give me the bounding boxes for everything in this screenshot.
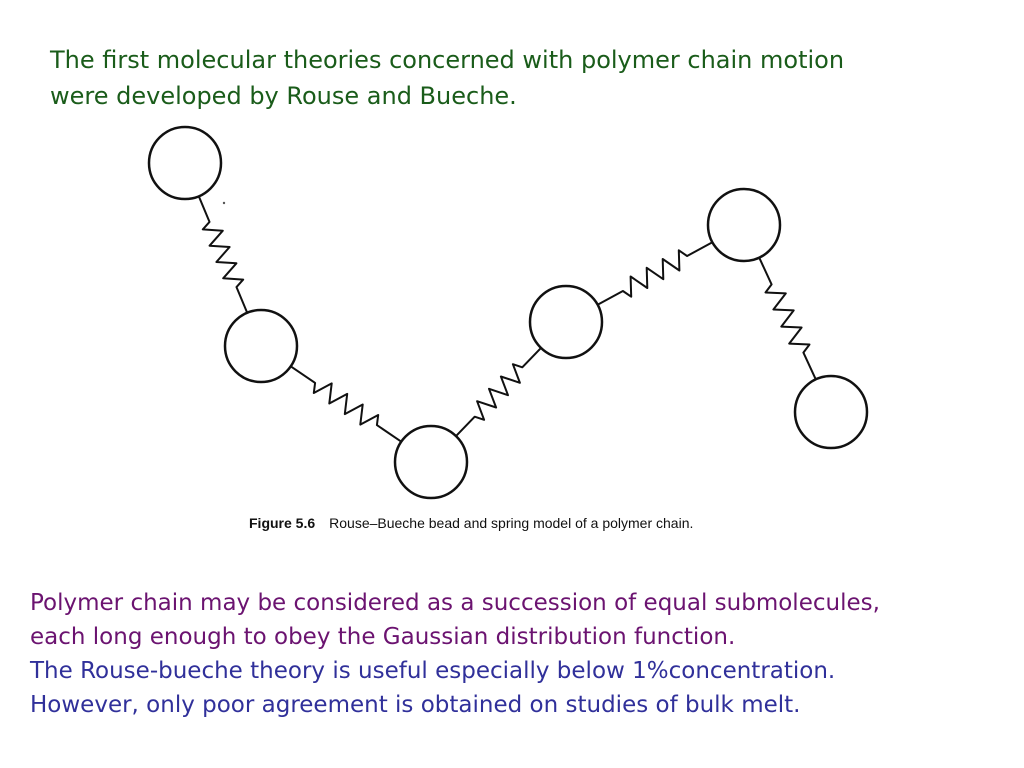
bead-6	[793, 374, 869, 450]
body-line-1: Polymer chain may be considered as a suc…	[30, 590, 880, 616]
intro-line-2: were developed by Rouse and Bueche.	[50, 82, 517, 110]
figure-number: Figure 5.6	[249, 515, 316, 531]
bead-4	[528, 284, 604, 360]
spring-2	[290, 365, 402, 443]
speck-dot	[222, 201, 226, 205]
bead-spring-diagram	[147, 125, 869, 500]
spring-4	[597, 241, 713, 306]
body-line-4: However, only poor agreement is obtained…	[30, 692, 801, 718]
bead-2	[223, 308, 299, 384]
figure-caption: Figure 5.6 Rouse–Bueche bead and spring m…	[249, 515, 693, 531]
spring-1	[197, 195, 249, 314]
spring-5	[758, 257, 817, 380]
intro-text: The first molecular theories concerned w…	[50, 42, 980, 114]
figure-caption-text: Rouse–Bueche bead and spring model of a …	[329, 515, 694, 531]
spring-3	[455, 347, 542, 437]
bead-5	[706, 187, 782, 263]
bead-1	[147, 125, 223, 201]
body-text: Polymer chain may be considered as a suc…	[30, 586, 1010, 722]
body-line-3: The Rouse-bueche theory is useful especi…	[30, 658, 836, 684]
intro-line-1: The first molecular theories concerned w…	[50, 46, 845, 74]
body-line-2: each long enough to obey the Gaussian di…	[30, 624, 736, 650]
bead-3	[393, 424, 469, 500]
